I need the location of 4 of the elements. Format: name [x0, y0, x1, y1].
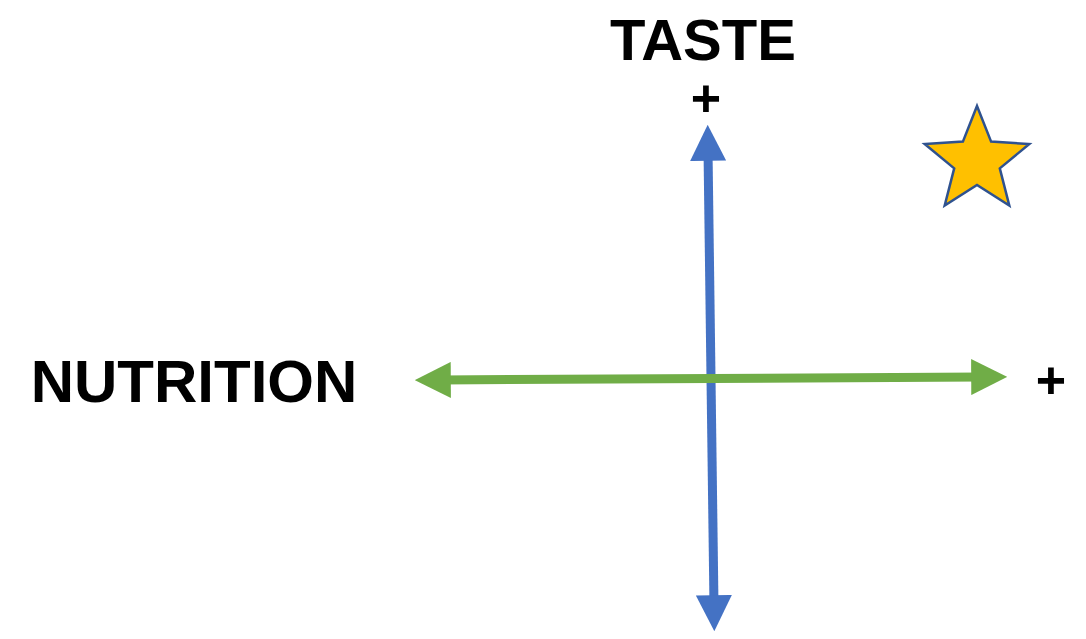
plus-sign: + — [690, 72, 722, 124]
axis-label: TASTE — [610, 11, 796, 69]
plus-sign: + — [1035, 354, 1067, 406]
axis-label: NUTRITION — [30, 352, 358, 412]
